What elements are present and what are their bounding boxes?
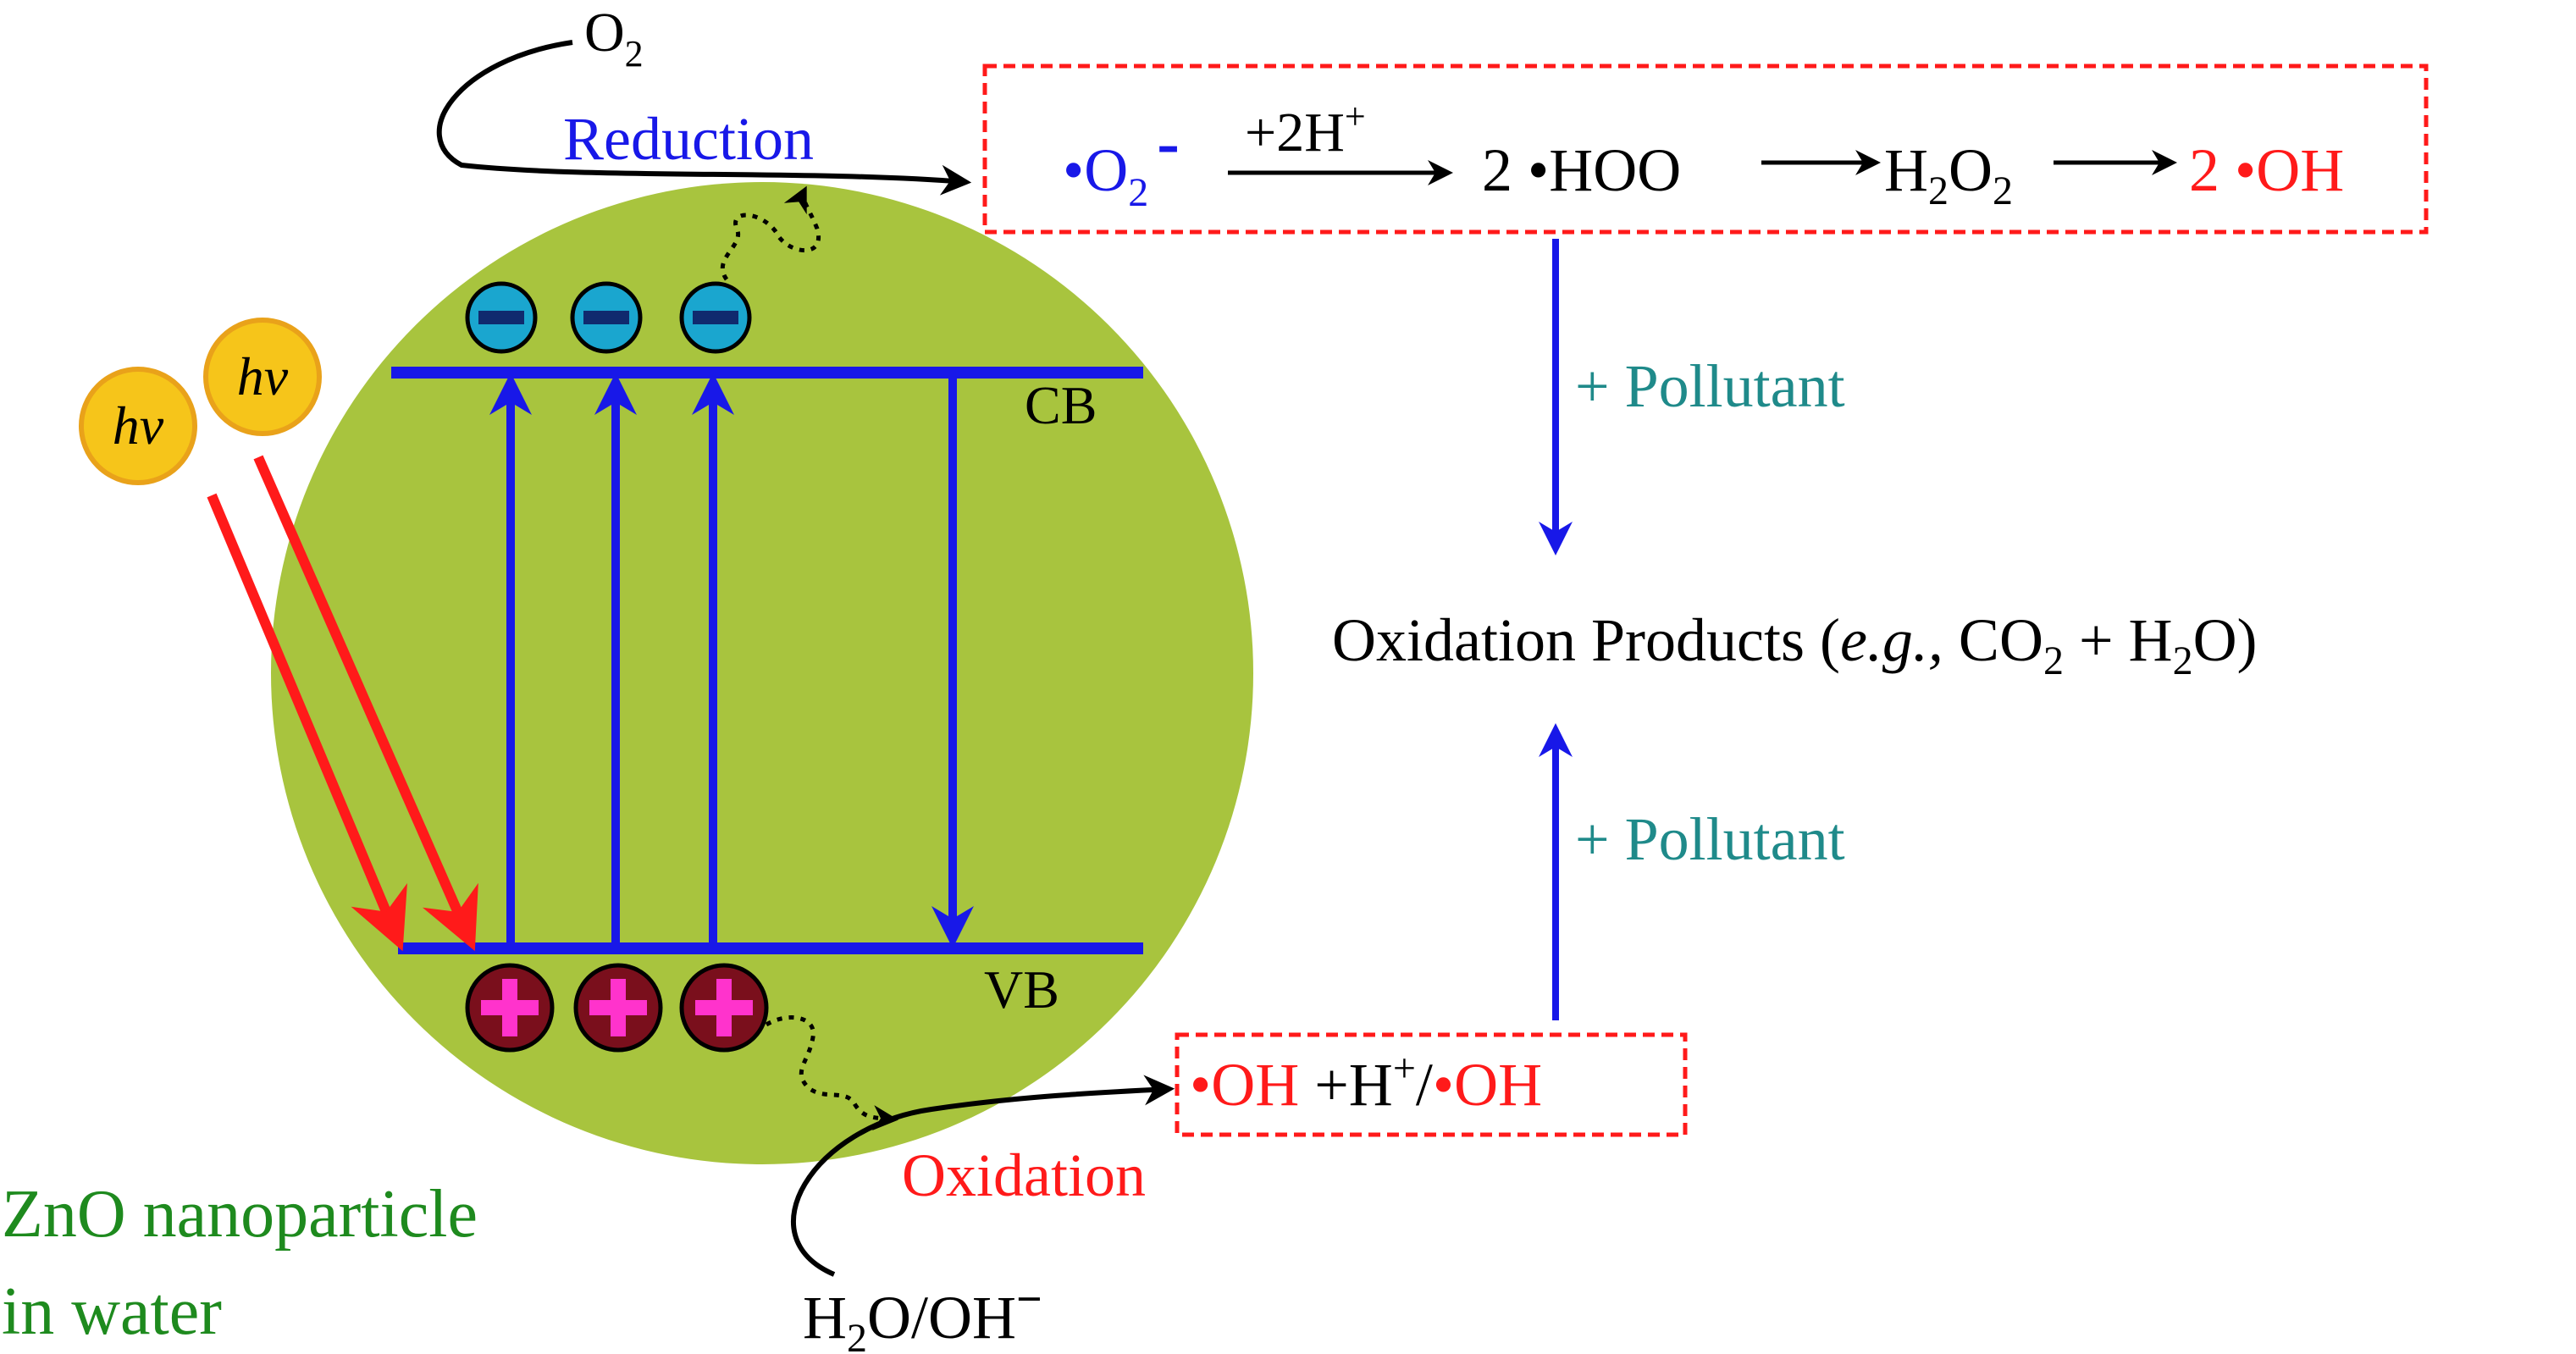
superoxide-radical: •O2- bbox=[1063, 106, 1180, 215]
light-arrow-1 bbox=[207, 493, 407, 952]
oxidation-label: Oxidation bbox=[902, 1141, 1146, 1209]
oxidation-products-label: Oxidation Products (e.g., CO2 + H2O) bbox=[1332, 606, 2258, 683]
reduction-chain-box bbox=[982, 64, 2429, 235]
light-arrow-2 bbox=[253, 455, 478, 952]
particle-caption-line2: in water bbox=[2, 1274, 222, 1349]
oxidation-chain-box bbox=[1175, 1032, 1688, 1137]
reduction-label: Reduction bbox=[563, 105, 814, 173]
hydroxyl-radical-product: 2 •OH bbox=[2189, 136, 2344, 204]
hole-2 bbox=[573, 963, 663, 1053]
o2-reduction-curve bbox=[436, 40, 972, 196]
hoo-radical: 2 •HOO bbox=[1482, 136, 1681, 204]
hydrogen-peroxide: H2O2 bbox=[1884, 136, 2013, 213]
svg-text:hv: hv bbox=[113, 395, 164, 456]
electron-2 bbox=[570, 281, 643, 354]
pollutant-label-top: + Pollutant bbox=[1575, 352, 1845, 420]
pollutant-label-bottom: + Pollutant bbox=[1575, 805, 1845, 873]
electron-1 bbox=[465, 281, 538, 354]
proton-step-label: +2H+ bbox=[1245, 96, 1366, 163]
electron-3 bbox=[679, 281, 752, 354]
cb-label: CB bbox=[1025, 375, 1097, 435]
water-source-label: H2O/OH− bbox=[803, 1274, 1042, 1354]
hole-3 bbox=[679, 963, 769, 1053]
water-oxidation-curve bbox=[791, 1075, 1175, 1277]
vb-label: VB bbox=[984, 959, 1059, 1020]
photon-2: hv bbox=[79, 367, 197, 485]
electron-transfer-path bbox=[720, 185, 821, 281]
photon-1: hv bbox=[203, 318, 322, 436]
zno-particle bbox=[271, 182, 1253, 1164]
particle-caption-line1: ZnO nanoparticle bbox=[2, 1177, 478, 1252]
hole-1 bbox=[465, 963, 555, 1053]
svg-text:hv: hv bbox=[237, 346, 289, 406]
oxidation-chain-text: •OH +H+/•OH bbox=[1190, 1046, 1542, 1119]
o2-label: O2 bbox=[584, 2, 644, 75]
